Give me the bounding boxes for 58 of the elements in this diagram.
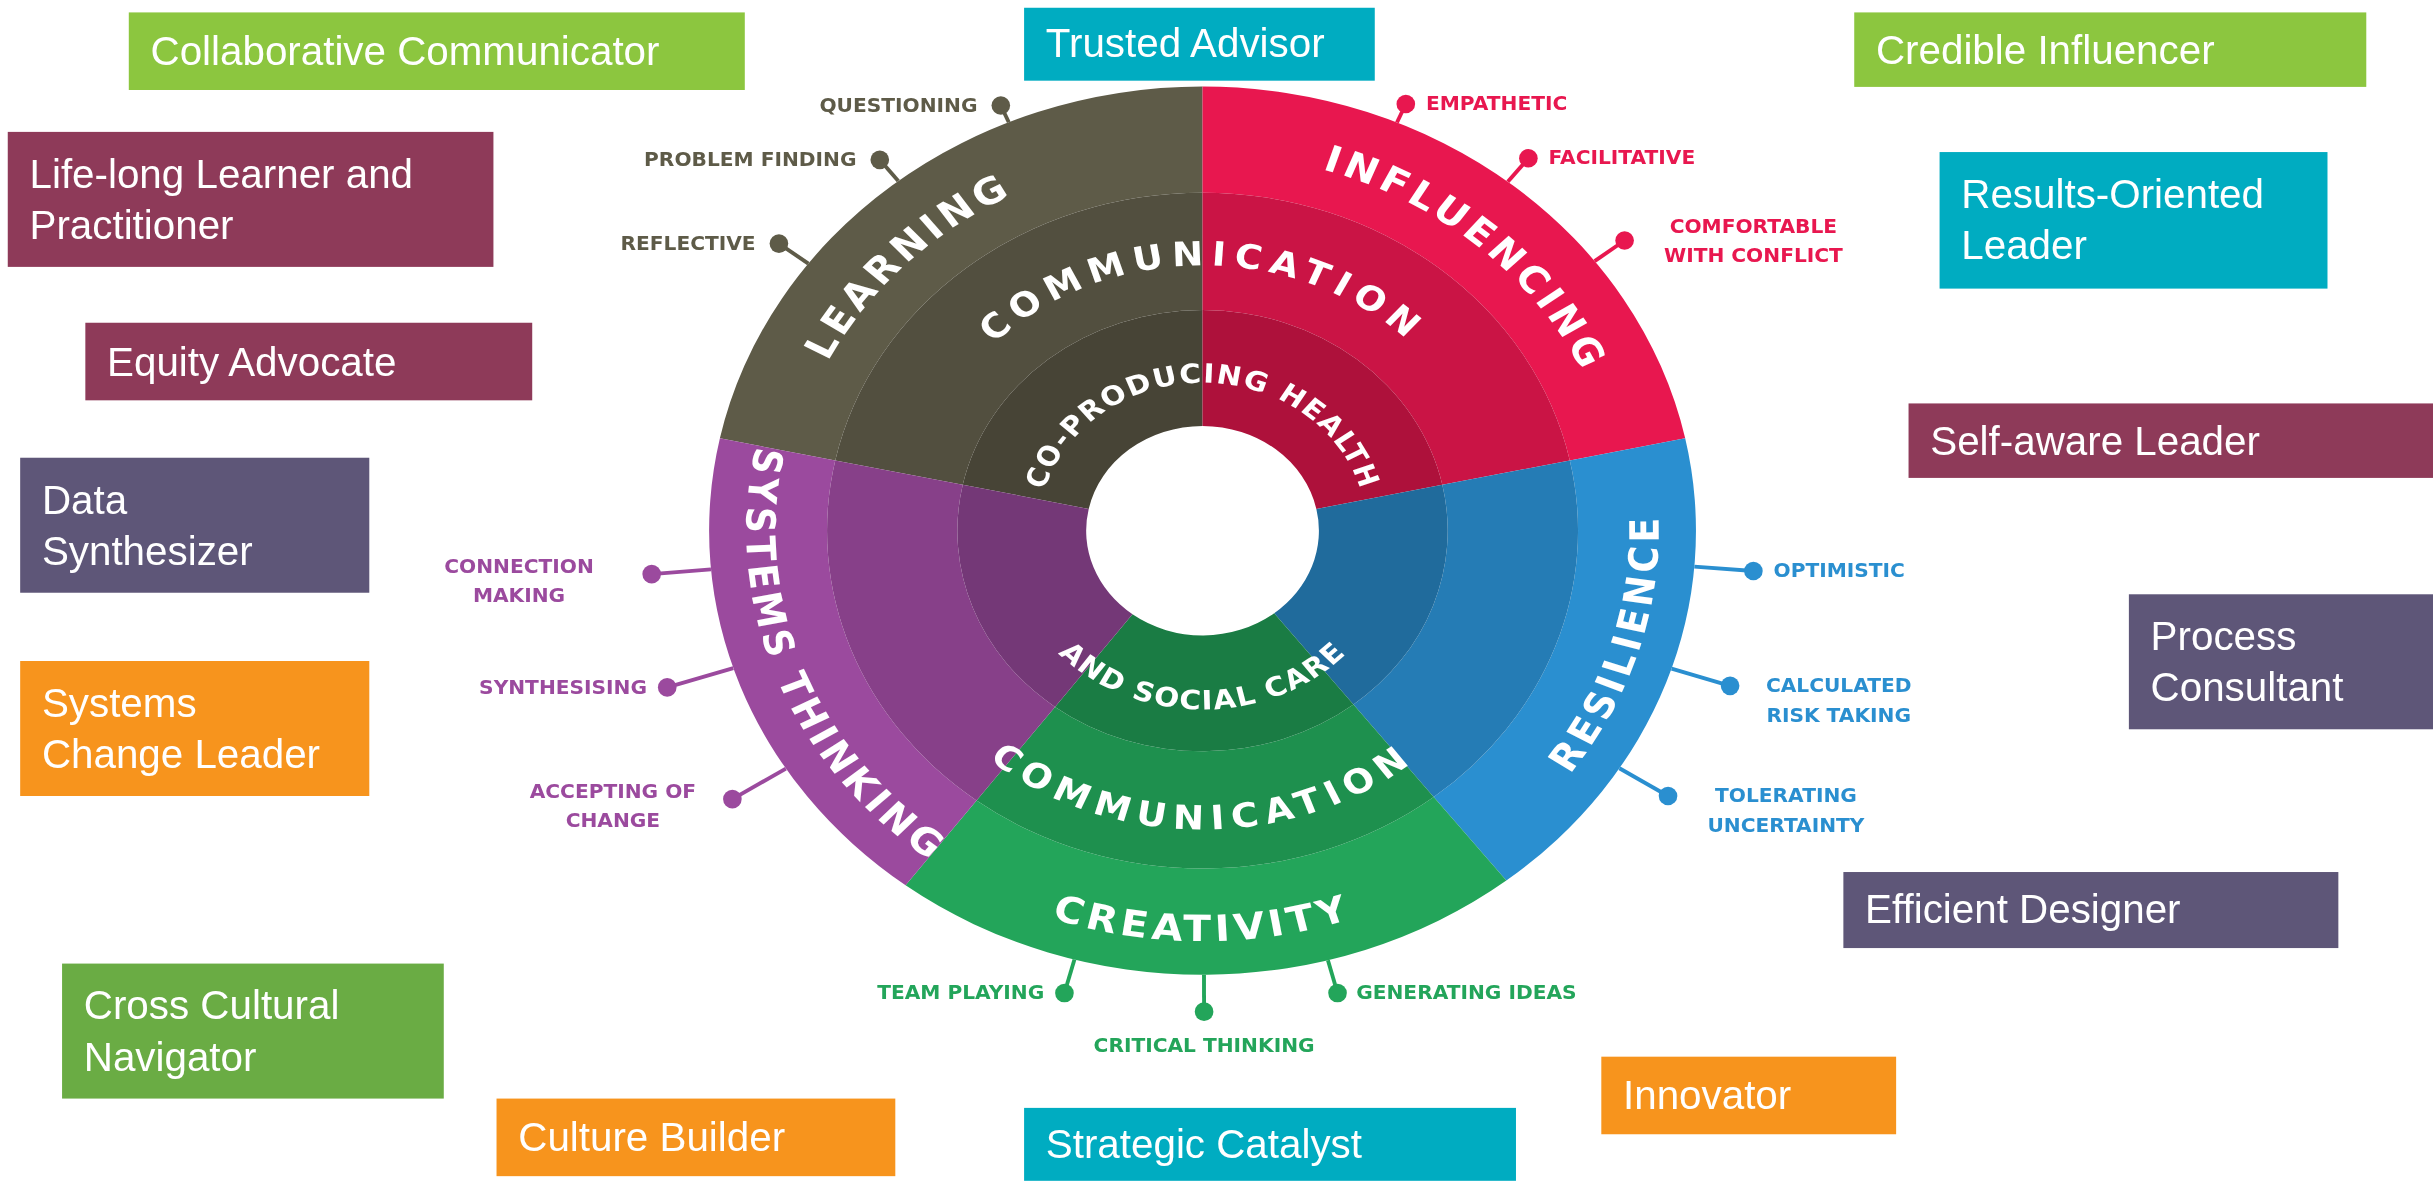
leader-line xyxy=(1618,766,1678,806)
leader-line xyxy=(1694,561,1763,581)
role-box xyxy=(85,322,533,401)
leader-line xyxy=(769,234,810,266)
leader-line xyxy=(991,96,1011,124)
leader-line xyxy=(1326,959,1347,1003)
role-label: Systems Change Leader xyxy=(41,677,322,779)
role-box xyxy=(20,661,370,796)
role-label: Equity Advocate xyxy=(107,336,397,387)
trait-label: GENERATING IDEAS xyxy=(1356,977,1667,1008)
role-box xyxy=(1024,1107,1516,1181)
role-box xyxy=(1908,403,2433,478)
role-label: Process Consultant xyxy=(2150,611,2345,712)
role-box xyxy=(7,131,494,267)
role-box xyxy=(1843,872,2339,949)
leader-line xyxy=(870,150,900,183)
role-label: Credible Influencer xyxy=(1875,24,2215,75)
leader-line xyxy=(1055,958,1077,1003)
segment-label: CREATIVITY xyxy=(1048,885,1357,950)
trait-label: PROBLEM FINDING xyxy=(546,144,857,174)
trait-label: CRITICAL THINKING xyxy=(1048,1030,1360,1060)
role-box xyxy=(2128,594,2433,730)
role-label: Data Synthesizer xyxy=(41,474,254,576)
trait-label: CALCULATED RISK TAKING xyxy=(1747,670,1931,730)
role-label: Collaborative Communicator xyxy=(150,26,660,76)
trait-label: QUESTIONING xyxy=(744,90,978,120)
role-box xyxy=(496,1098,896,1177)
leader-line xyxy=(657,666,734,697)
role-label: Innovator xyxy=(1623,1070,1792,1120)
role-label: Cross Cultural Navigator xyxy=(83,980,341,1082)
role-box xyxy=(20,457,370,593)
role-label: Efficient Designer xyxy=(1865,885,2181,935)
role-label: Results-Oriented Leader xyxy=(1961,169,2265,271)
role-box xyxy=(62,963,444,1099)
trait-label: ACCEPTING OF CHANGE xyxy=(512,775,714,835)
role-box xyxy=(1601,1056,1897,1135)
role-label: Life-long Learner and Practitioner xyxy=(29,148,415,250)
trait-label: COMFORTABLE WITH CONFLICT xyxy=(1644,211,1862,270)
trait-label: TEAM PLAYING xyxy=(800,977,1045,1008)
leader-line xyxy=(1194,974,1214,1021)
leader-line xyxy=(642,564,712,584)
role-label: Strategic Catalyst xyxy=(1045,1119,1362,1169)
role-box xyxy=(1939,152,2328,289)
trait-label: EMPATHETIC xyxy=(1426,88,1644,118)
role-box xyxy=(1024,7,1375,81)
role-box xyxy=(128,12,745,90)
trait-label: REFLECTIVE xyxy=(558,228,756,258)
trait-label: TOLERATING UNCERTAINTY xyxy=(1685,780,1887,840)
role-label: Culture Builder xyxy=(518,1112,786,1162)
role-label: Trusted Advisor xyxy=(1045,19,1325,69)
leader-line xyxy=(723,766,787,809)
role-label: Self-aware Leader xyxy=(1930,415,2260,466)
trait-label: SYNTHESISING xyxy=(418,671,648,702)
trait-label: CONNECTION MAKING xyxy=(406,550,632,610)
leader-line xyxy=(1671,666,1740,696)
role-box xyxy=(1854,12,2367,87)
leader-line xyxy=(1395,94,1416,124)
trait-label: OPTIMISTIC xyxy=(1773,555,1960,585)
